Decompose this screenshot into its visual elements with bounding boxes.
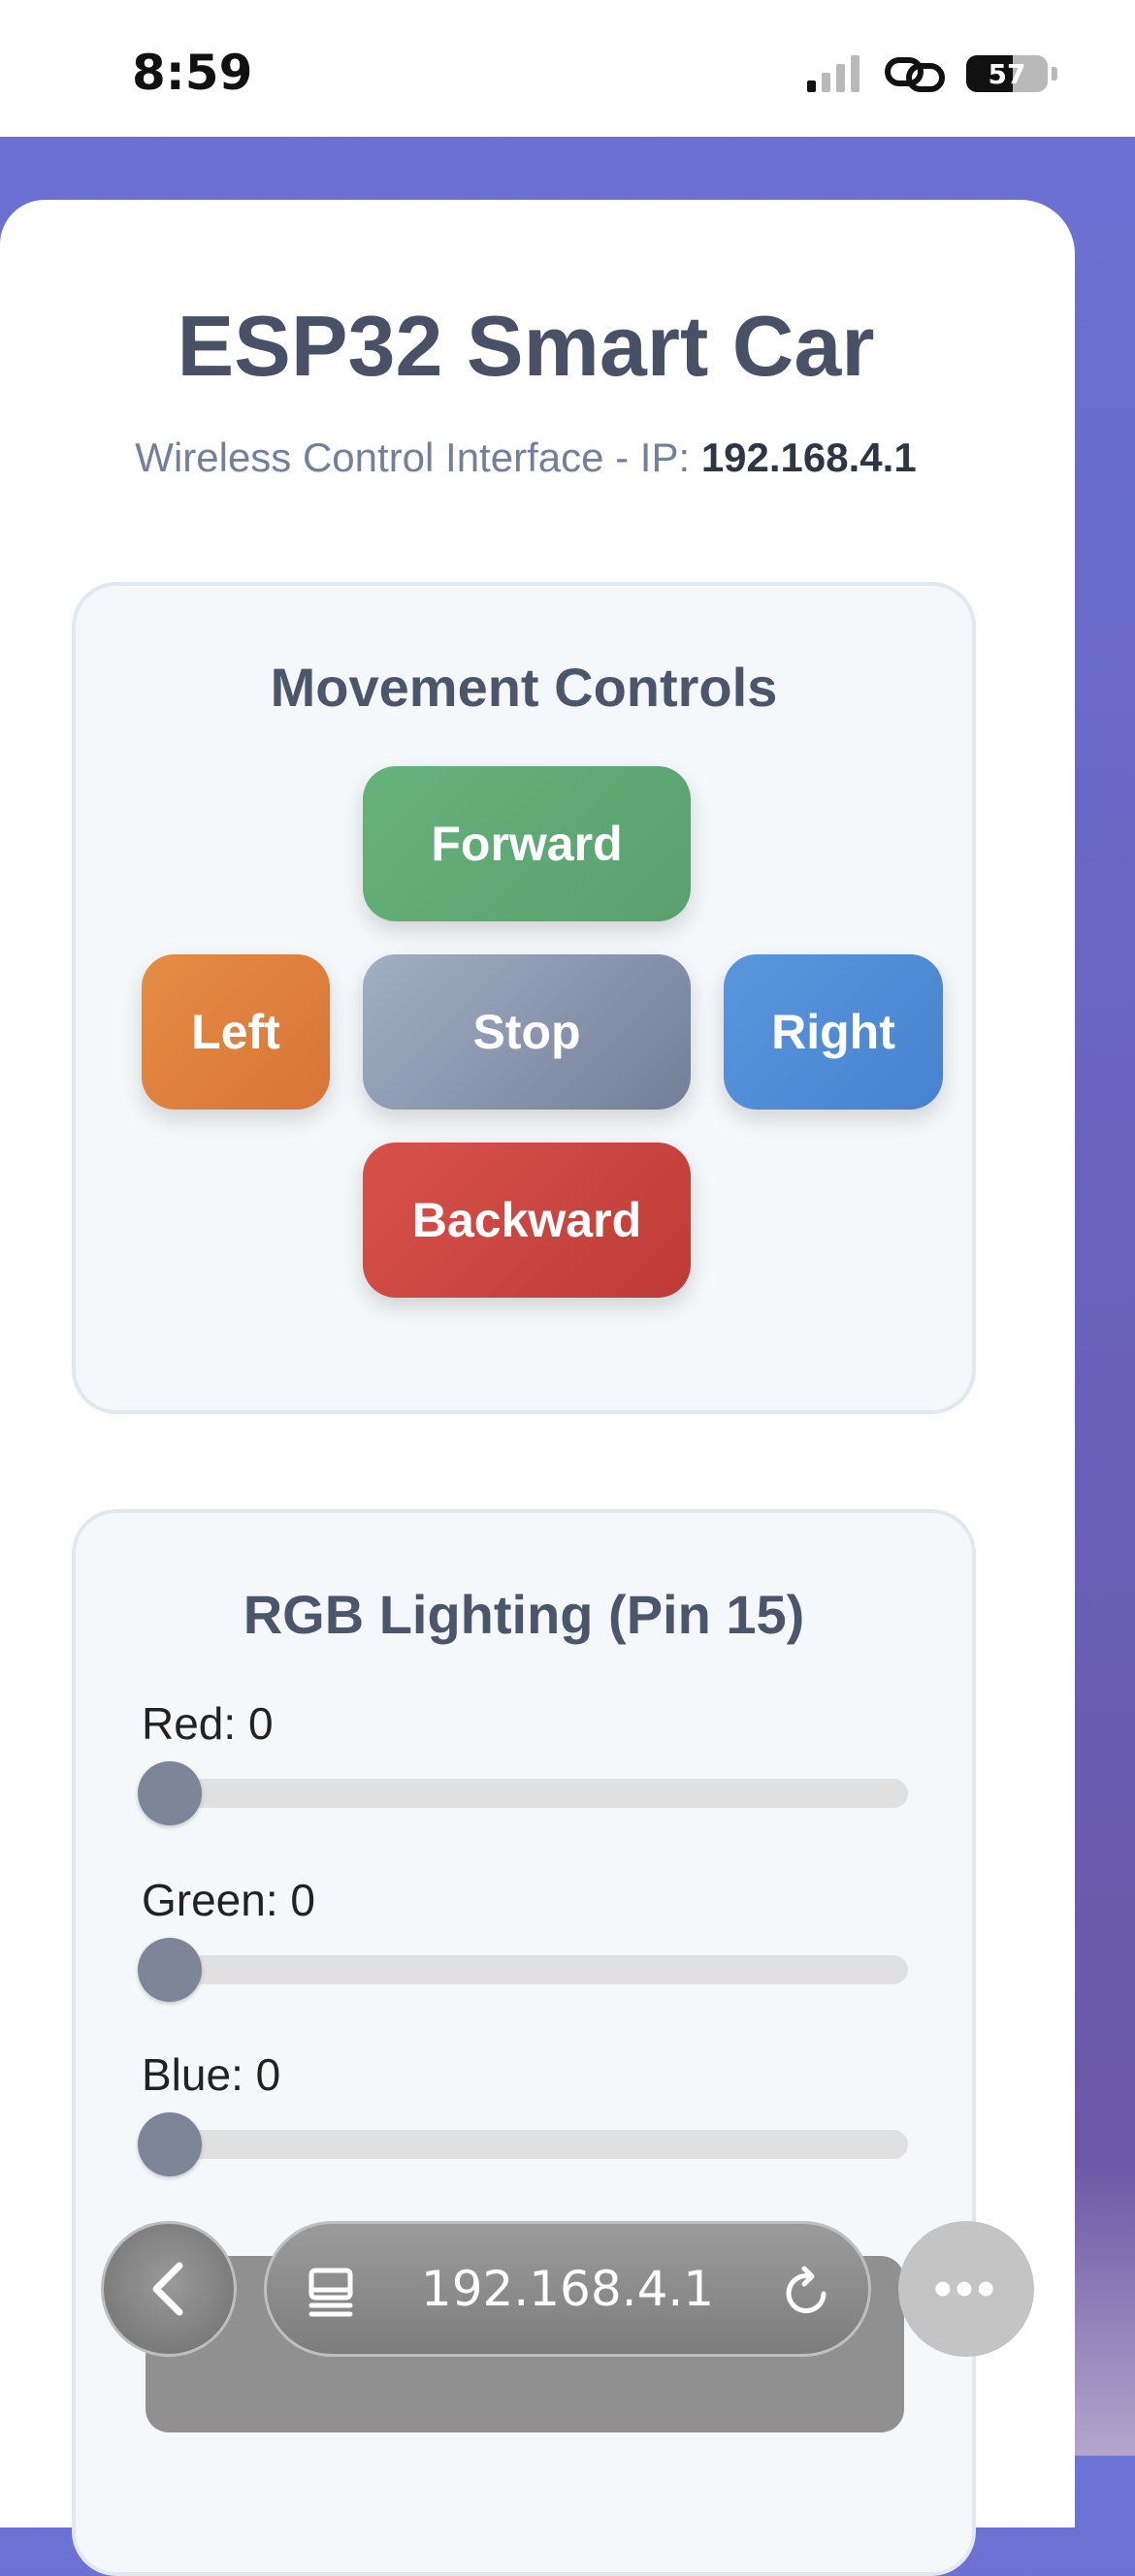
browser-back-button[interactable] (101, 2221, 237, 2357)
status-icons: 57 (807, 54, 1057, 93)
chevron-left-icon (152, 2262, 183, 2316)
more-icon: ••• (933, 2261, 999, 2317)
green-slider[interactable] (138, 1938, 908, 2002)
stop-button[interactable]: Stop (363, 954, 691, 1110)
subtitle-text: Wireless Control Interface - IP: (135, 435, 701, 480)
movement-controls-panel: Movement Controls Forward Left Stop Righ… (72, 582, 976, 1414)
battery-nub (1052, 67, 1057, 80)
status-time: 8:59 (132, 45, 253, 101)
status-bar: 8:59 57 (0, 0, 1135, 137)
forward-button[interactable]: Forward (363, 766, 691, 921)
blue-slider[interactable] (138, 2112, 908, 2176)
cellular-signal-icon (807, 55, 859, 92)
movement-controls-title: Movement Controls (270, 657, 778, 718)
ip-address: 192.168.4.1 (700, 435, 917, 480)
backward-button[interactable]: Backward (363, 1143, 691, 1298)
left-button[interactable]: Left (142, 954, 330, 1110)
reload-icon[interactable] (781, 2265, 831, 2317)
rgb-lighting-title: RGB Lighting (Pin 15) (243, 1584, 805, 1645)
link-icon (885, 57, 945, 92)
red-slider-thumb[interactable] (138, 1761, 202, 1825)
green-slider-label: Green: 0 (142, 1875, 315, 1925)
green-slider-thumb[interactable] (138, 1938, 202, 2002)
blue-slider-label: Blue: 0 (142, 2049, 281, 2100)
battery-icon: 57 (966, 55, 1048, 92)
right-button[interactable]: Right (724, 954, 943, 1110)
tab-overview-icon[interactable] (308, 2267, 354, 2317)
blue-slider-thumb[interactable] (138, 2112, 202, 2176)
battery-fill (966, 55, 1013, 92)
page-subtitle: Wireless Control Interface - IP: 192.168… (0, 435, 1052, 481)
browser-url-bar[interactable]: 192.168.4.1 (264, 2221, 871, 2357)
red-slider[interactable] (138, 1761, 908, 1825)
page-title: ESP32 Smart Car (177, 298, 875, 394)
more-options-button[interactable]: ••• (898, 2221, 1034, 2357)
url-text: 192.168.4.1 (420, 2261, 715, 2317)
red-slider-label: Red: 0 (142, 1698, 274, 1749)
battery-level: 57 (988, 57, 1026, 90)
